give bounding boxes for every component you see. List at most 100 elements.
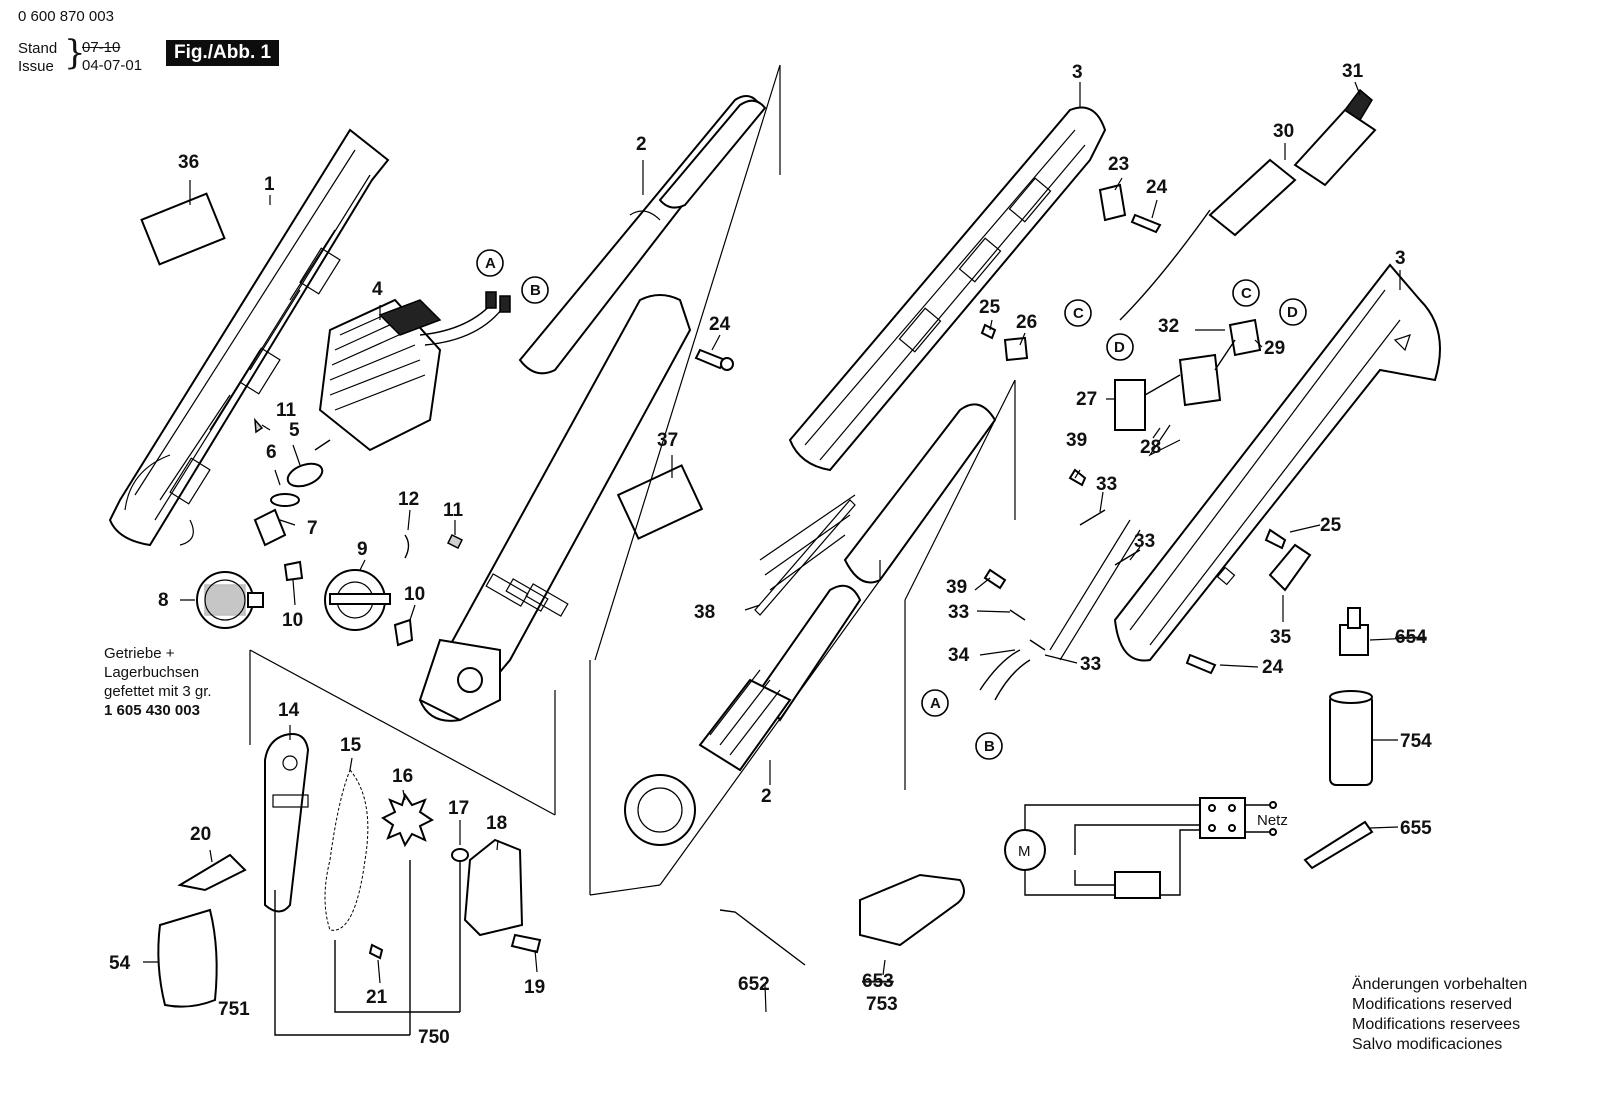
screw-24c (1185, 653, 1217, 675)
motor-assembly (314, 291, 511, 452)
screw-21 (368, 943, 384, 960)
cable-clips-33b (1009, 609, 1046, 651)
part-label-p17: 17 (448, 798, 469, 819)
part-label-p10a: 10 (282, 610, 303, 631)
part-label-p14: 14 (278, 700, 300, 721)
part-label-p39a: 39 (1066, 430, 1087, 451)
part-label-p36: 36 (178, 152, 199, 173)
grease-nozzle-654 (1339, 607, 1369, 656)
modifications-line: Modifications reservees (1352, 1016, 1521, 1033)
modifications-line: Änderungen vorbehalten (1352, 976, 1528, 993)
part-label-p18: 18 (486, 813, 507, 834)
part-label-p54: 54 (109, 953, 131, 974)
part-label-p30: 30 (1273, 121, 1294, 142)
part-label-p37: 37 (657, 430, 678, 451)
cable-clips-33 (1079, 509, 1141, 566)
screw-11 (446, 533, 464, 550)
chain-15 (324, 769, 369, 931)
callout-d-left: D (1106, 333, 1134, 361)
wrench-753 (859, 873, 965, 947)
part-label-p24b: 24 (1146, 177, 1168, 198)
sheath-54 (157, 908, 218, 1008)
callout-a-top: A (476, 249, 504, 277)
screw-39b (983, 568, 1007, 590)
figure-badge: Fig./Abb. 1 (166, 40, 280, 66)
part-label-p28: 28 (1140, 437, 1161, 458)
part-label-p33b: 33 (1134, 531, 1155, 552)
modifications-line: Salvo modificaciones (1352, 1036, 1503, 1053)
schematic-motor-label: M (1018, 843, 1031, 860)
clip-12 (404, 534, 410, 559)
part-label-p29: 29 (1264, 338, 1285, 359)
stand-date-old: 07-10 (82, 39, 121, 56)
part-label-p2a: 2 (636, 134, 647, 155)
part-label-p653: 653 (862, 971, 894, 992)
part-label-p27: 27 (1076, 389, 1097, 410)
part-label-p24a: 24 (709, 314, 731, 335)
callout-b-bottom: B (975, 732, 1003, 760)
screw-39a (1068, 468, 1087, 487)
part-label-p25b: 25 (1320, 515, 1342, 536)
issue-label: Issue (18, 58, 54, 75)
part-label-p19: 19 (524, 977, 545, 998)
callout-c-left: C (1064, 299, 1092, 327)
part-label-p33d: 33 (1080, 654, 1101, 675)
screw-24b (1130, 213, 1162, 234)
svg-text:D: D (1287, 304, 1298, 321)
svg-text:C: C (1073, 305, 1084, 322)
part-label-p35: 35 (1270, 627, 1292, 648)
part-label-p31: 31 (1342, 61, 1364, 82)
pin-655 (1303, 820, 1374, 870)
lead-34 (979, 649, 1031, 701)
document-number: 0 600 870 003 (18, 8, 114, 25)
part-label-p751: 751 (218, 999, 250, 1020)
part-label-p21: 21 (366, 987, 388, 1008)
clamp-23 (1098, 183, 1127, 222)
grease-note-line-1: Getriebe + (104, 645, 175, 662)
part-label-p750: 750 (418, 1027, 450, 1048)
sprocket-16 (381, 792, 434, 848)
gear-8 (196, 571, 264, 629)
part-label-p20: 20 (190, 824, 211, 845)
part-label-p33c: 33 (948, 602, 969, 623)
part-label-p3a: 3 (1072, 62, 1083, 83)
lock-35 (1268, 543, 1312, 592)
tube-2 (518, 95, 767, 375)
housing-half-1 (108, 128, 390, 547)
part-number-labels: 36 1 4 2 24 37 11 5 6 7 12 11 9 8 10 10 … (109, 61, 1432, 1048)
svg-text:D: D (1114, 339, 1125, 356)
gear-9 (324, 569, 414, 647)
screw-24a (694, 348, 734, 371)
label-plate-36 (140, 192, 226, 266)
part-label-p32: 32 (1158, 316, 1179, 337)
spring-25b (1264, 528, 1287, 550)
part-label-p10b: 10 (404, 584, 425, 605)
brace-glyph: } (64, 33, 86, 73)
guide-bar-14 (264, 733, 310, 913)
callout-c-right: C (1232, 279, 1260, 307)
modifications-notice: Änderungen vorbehalten Modifications res… (1352, 975, 1527, 1055)
part-label-p15: 15 (340, 735, 362, 756)
part-label-p34: 34 (948, 645, 970, 666)
svg-text:B: B (984, 738, 995, 755)
schematic-supply-label: Netz (1257, 812, 1288, 829)
svg-text:C: C (1241, 285, 1252, 302)
power-cord (1119, 88, 1377, 321)
switch-assembly (1114, 318, 1262, 457)
stand-label: Stand (18, 40, 58, 57)
part-label-p7: 7 (307, 518, 318, 539)
issue-date: 04-07-01 (82, 57, 143, 74)
part-label-p652: 652 (738, 974, 770, 995)
part-label-p2b: 2 (761, 786, 772, 807)
bearing-parts (253, 417, 324, 582)
part-label-p39b: 39 (946, 577, 967, 598)
part-label-p6: 6 (266, 442, 277, 463)
svg-text:A: A (485, 255, 496, 272)
grease-note-line-3: gefettet mit 3 gr. (104, 683, 212, 700)
part-label-p654: 654 (1395, 627, 1427, 648)
part-label-p9: 9 (357, 539, 368, 560)
extension-tube (624, 403, 997, 846)
part-label-p8: 8 (158, 590, 169, 611)
grease-note-line-2: Lagerbuchsen (104, 664, 200, 681)
